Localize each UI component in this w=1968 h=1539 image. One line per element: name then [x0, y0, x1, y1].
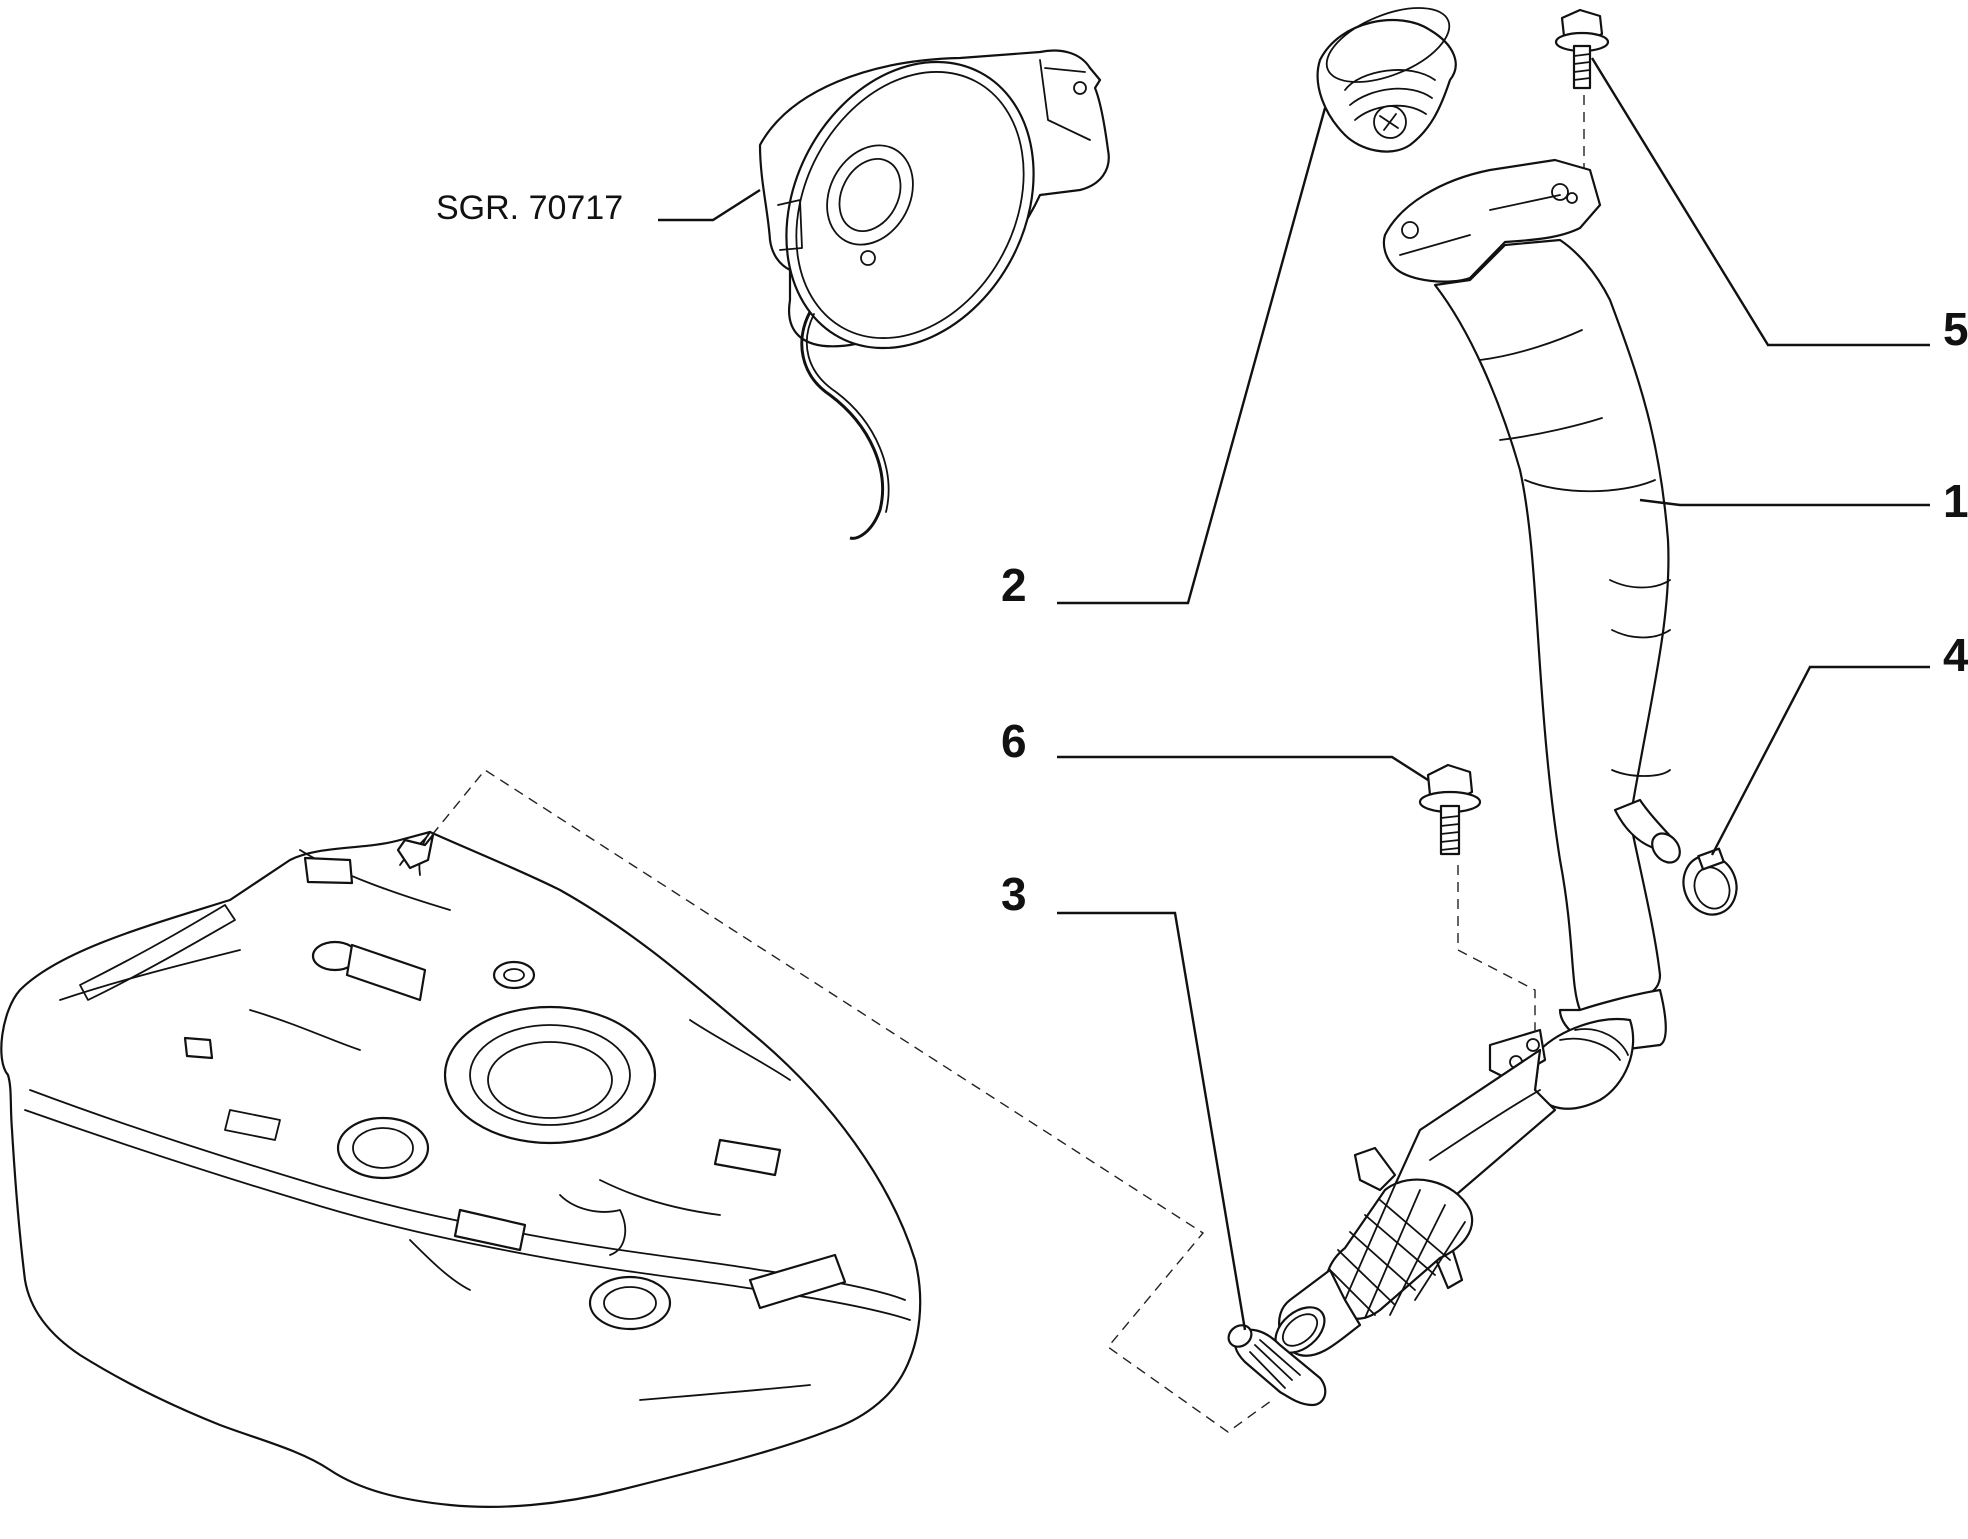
fuel-door-housing [758, 49, 1110, 540]
callout-1: 1 [1943, 475, 1968, 527]
hose-clamp [1682, 847, 1738, 916]
reference-leader-line [658, 188, 761, 222]
callout-3: 3 [1001, 868, 1027, 920]
callout-1-leader [1639, 498, 1930, 507]
callout-4: 4 [1943, 629, 1968, 681]
callout-6-leader [1057, 755, 1429, 782]
reference-label: SGR. 70717 [436, 189, 623, 227]
screw-6 [1418, 763, 1482, 856]
tank-assembly-line [431, 769, 1276, 1433]
fuel-cap [1316, 7, 1457, 153]
callout-2-leader [1057, 107, 1327, 605]
callout-3-leader [1057, 911, 1247, 1331]
callout-4-leader [1710, 665, 1930, 856]
screw-6-axis [1457, 865, 1536, 1040]
callout-2: 2 [1001, 559, 1027, 611]
filler-neck-pipe [1274, 158, 1681, 1357]
callout-5: 5 [1943, 303, 1968, 355]
screw-5 [1554, 8, 1610, 90]
callout-5-leader [1590, 57, 1930, 347]
fuel-tank [0, 830, 922, 1508]
callout-6: 6 [1001, 715, 1027, 767]
filter-sleeve [1227, 1324, 1327, 1407]
